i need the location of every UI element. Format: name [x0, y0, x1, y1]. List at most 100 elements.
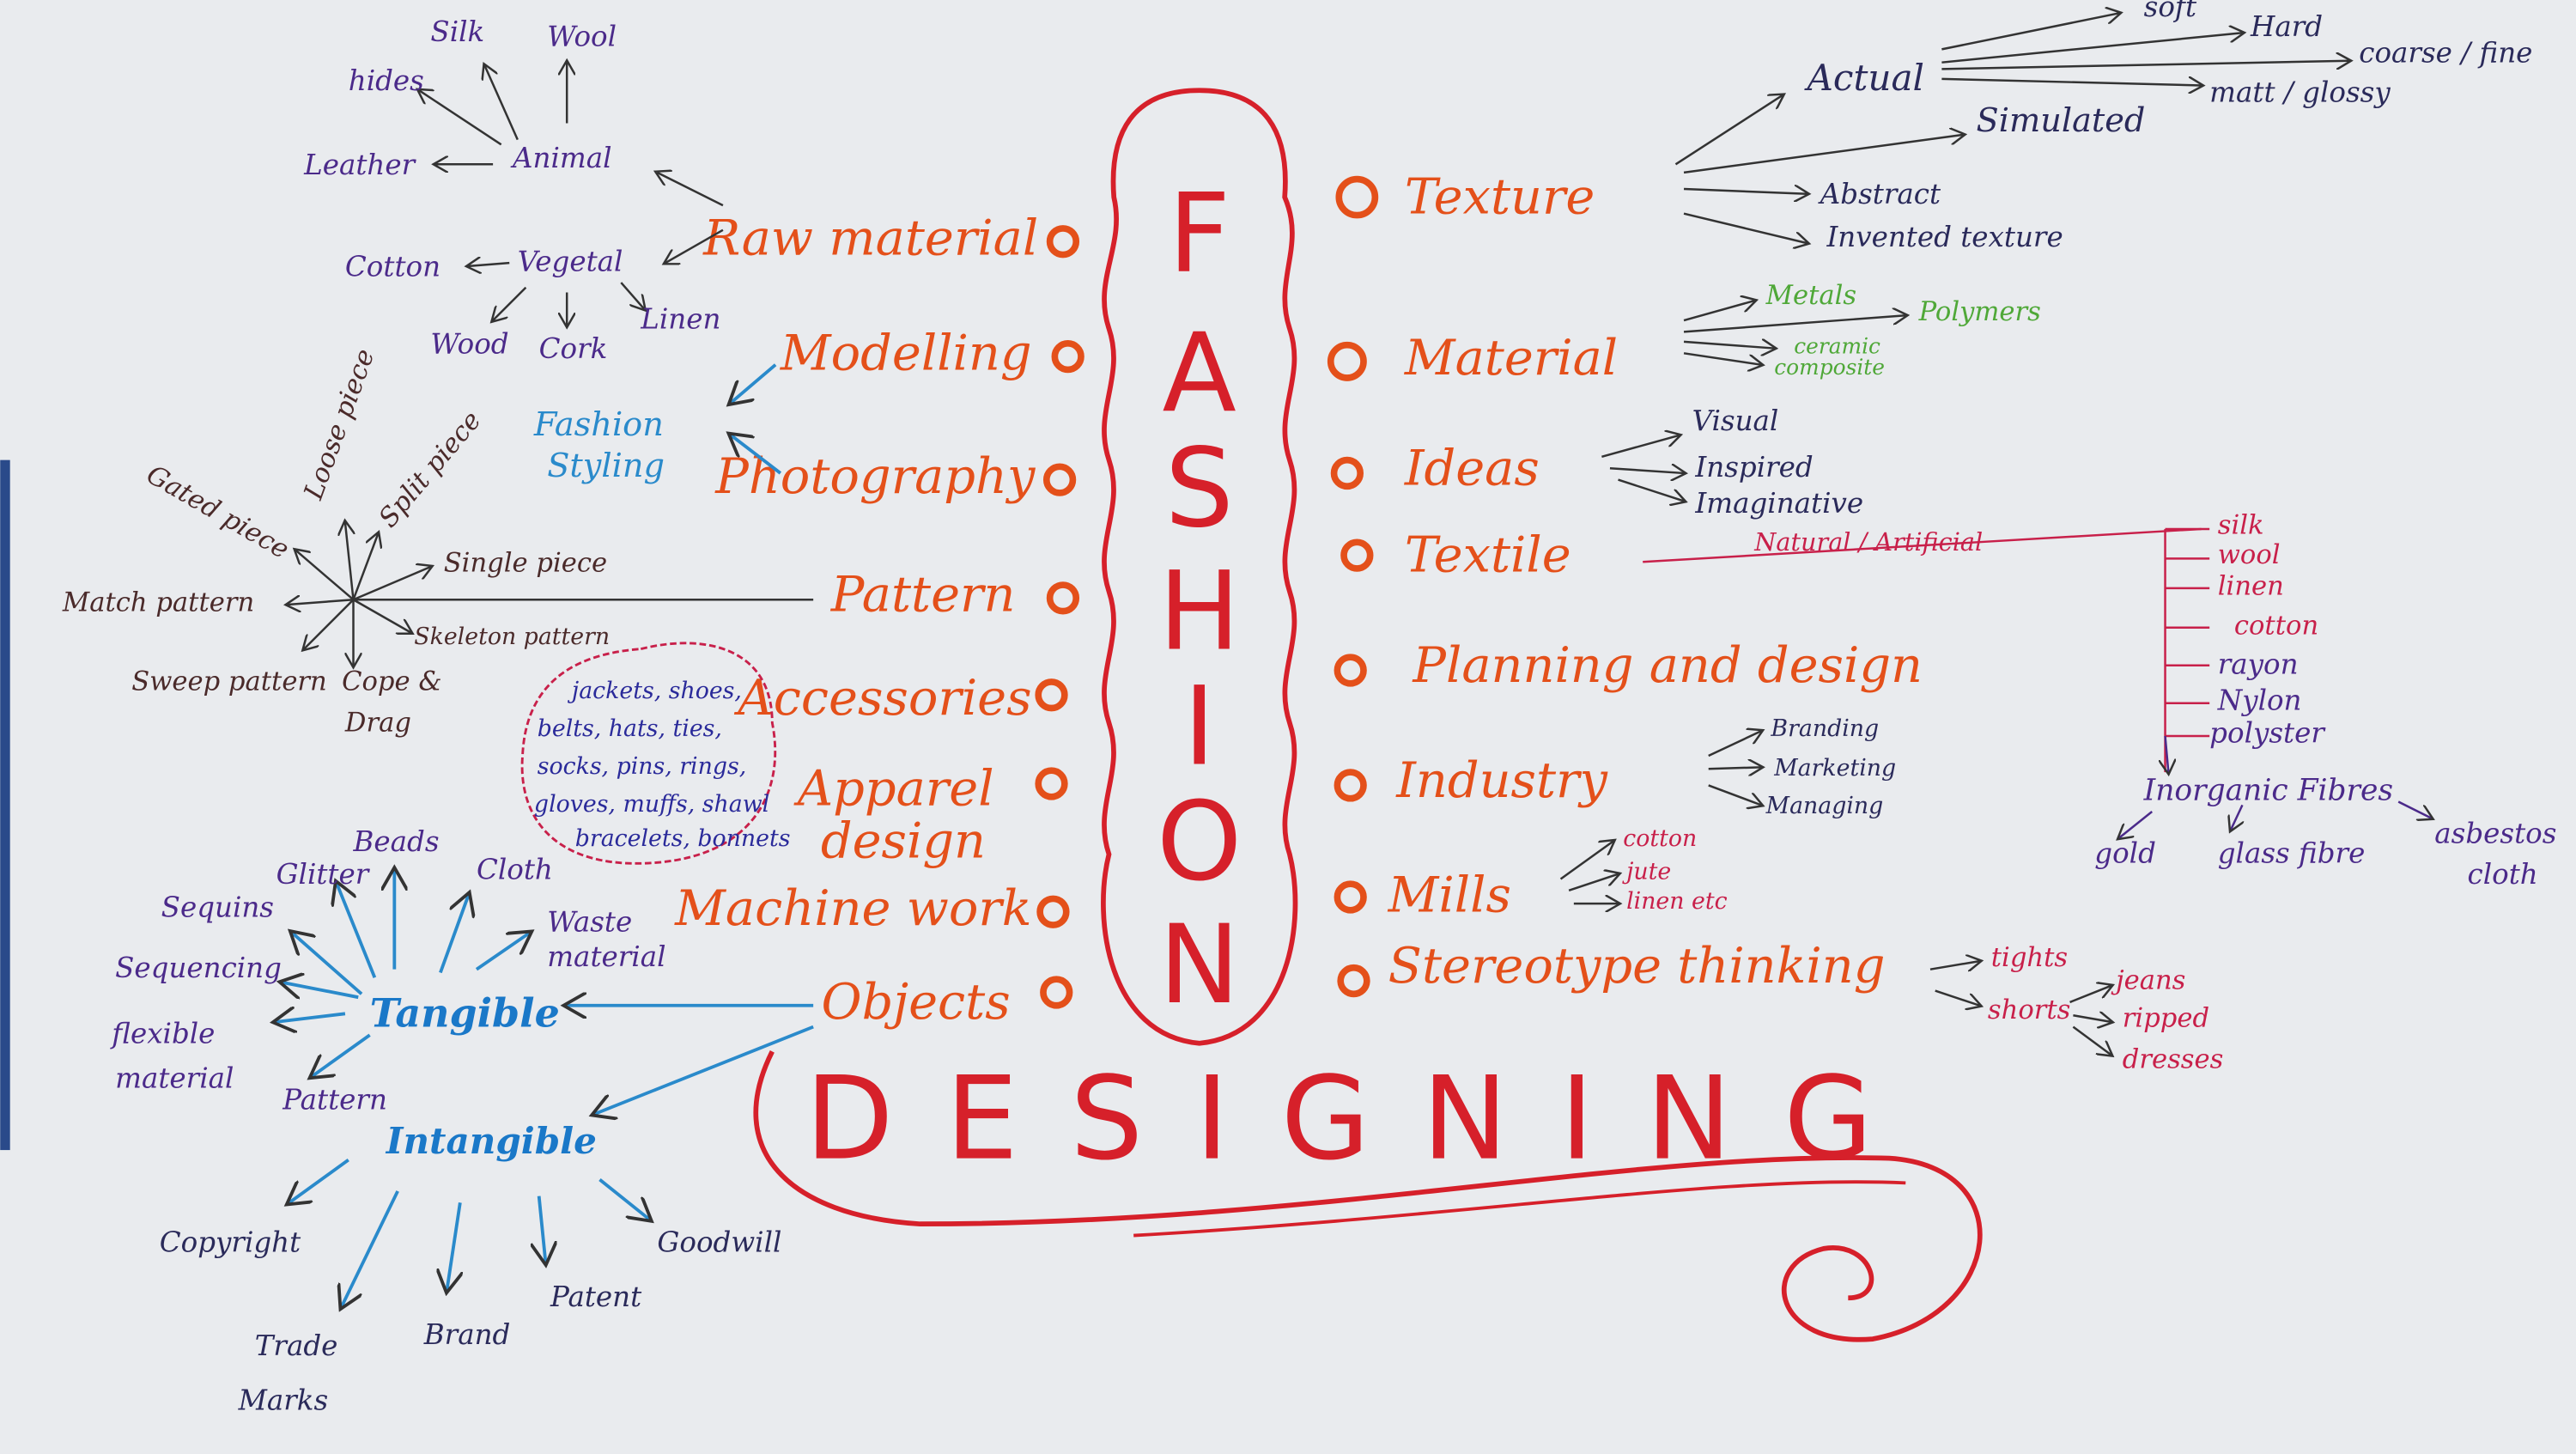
material-ceramic: ceramic: [1794, 333, 1880, 358]
tangible-flexible-material: material: [115, 1062, 234, 1094]
vegetal-cotton: Cotton: [345, 250, 440, 283]
tangible-material: material: [547, 940, 665, 973]
pattern-skeleton: Skeleton pattern: [414, 624, 610, 650]
texture-abstract: Abstract: [1818, 178, 1941, 210]
title-letter: F: [1168, 171, 1230, 297]
fashion-styling-2: Styling: [547, 447, 665, 485]
animal-hides: hides: [349, 64, 424, 97]
vegetal-wood: Wood: [430, 327, 508, 360]
stereotype-shorts: shorts: [1988, 995, 2070, 1025]
vegetal-linen: Linen: [640, 303, 720, 336]
intangible-brand: Brand: [423, 1318, 511, 1351]
intangible-patent: Patent: [550, 1281, 642, 1313]
texture-hard: Hard: [2250, 10, 2323, 43]
branch-raw-material: Raw material: [702, 210, 1038, 267]
intangible-trade: Trade: [255, 1329, 338, 1362]
title-letter: S: [1165, 425, 1234, 551]
bullet-icons: [1035, 175, 1379, 1009]
tangible-label: Tangible: [370, 990, 560, 1037]
textile-item: polyster: [2209, 717, 2326, 750]
branch-machine-work: Machine work: [674, 879, 1031, 937]
animal-leather: Leather: [303, 149, 416, 181]
material-metals: Metals: [1765, 281, 1856, 311]
tangible-pattern: Pattern: [282, 1083, 387, 1116]
mills-jute: jute: [1622, 858, 1671, 885]
inorganic-fibres: Inorganic Fibres: [2143, 774, 2393, 808]
title-letter: I: [1183, 664, 1215, 790]
texture-coarse-fine: coarse / fine: [2359, 37, 2532, 70]
tangible-flexible: flexible: [109, 1018, 215, 1050]
material-polymers: Polymers: [1918, 297, 2041, 327]
fashion-frame: [1101, 88, 1298, 1046]
vegetal-label: Vegetal: [518, 246, 623, 278]
tangible-cloth: Cloth: [477, 853, 553, 885]
stereotype-jeans: jeans: [2111, 966, 2185, 996]
branch-modelling: Modelling: [780, 324, 1032, 381]
branch-industry: Industry: [1395, 751, 1607, 809]
fashion-styling-1: Fashion: [533, 405, 664, 444]
title-letter: O: [1157, 778, 1242, 904]
pattern-drag: Drag: [344, 708, 411, 738]
pattern-match: Match pattern: [62, 588, 254, 618]
connector-arrows: [419, 13, 2349, 1055]
inorganic-asbestos: asbestos: [2434, 817, 2556, 849]
mills-cotton: cotton: [1623, 825, 1697, 852]
stereotype-dresses: dresses: [2123, 1044, 2224, 1074]
edge-shadow: [0, 459, 10, 1151]
ideas-inspired: Inspired: [1694, 451, 1813, 484]
branch-stereotype-thinking: Stereotype thinking: [1388, 937, 1886, 995]
texture-actual: Actual: [1804, 57, 1925, 99]
industry-managing: Managing: [1765, 793, 1884, 819]
branch-texture: Texture: [1405, 168, 1595, 226]
intangible-goodwill: Goodwill: [657, 1226, 781, 1259]
inorganic-cloth: cloth: [2468, 858, 2538, 891]
ideas-imaginative: Imaginative: [1694, 487, 1863, 520]
tangible-sequencing: Sequencing: [115, 952, 282, 984]
intangible-copyright: Copyright: [160, 1226, 301, 1259]
texture-simulated: Simulated: [1977, 101, 2146, 140]
textile-natural-artificial: Natural / Artificial: [1753, 527, 1983, 557]
inorganic-gold: gold: [2094, 837, 2156, 869]
title-letter: N: [1158, 902, 1239, 1028]
accessory-line: jackets, shoes,: [568, 678, 742, 704]
branch-planning-design: Planning and design: [1412, 636, 1923, 694]
textile-item: cotton: [2234, 611, 2318, 641]
branch-accessories: Accessories: [733, 669, 1031, 727]
branch-apparel: Apparel: [793, 759, 994, 817]
tangible-glitter: Glitter: [276, 858, 371, 891]
inorganic-glass-fibre: glass fibre: [2218, 837, 2366, 869]
animal-wool: Wool: [547, 21, 617, 53]
textile-item: Nylon: [2217, 684, 2302, 716]
accessories-cloud: [520, 642, 777, 865]
texture-matt-glossy: matt / glossy: [2209, 76, 2391, 109]
textile-item: silk: [2218, 511, 2264, 541]
ideas-visual: Visual: [1692, 405, 1779, 437]
texture-invented: Invented texture: [1826, 221, 2063, 253]
animal-silk: Silk: [430, 15, 484, 48]
stereotype-ripped: ripped: [2123, 1004, 2209, 1034]
texture-soft: soft: [2144, 0, 2197, 23]
textile-item: wool: [2218, 540, 2281, 570]
pattern-cope: Cope &: [342, 666, 441, 697]
title-letter: H: [1158, 549, 1240, 675]
mills-linen: linen etc: [1626, 888, 1728, 915]
intangible-label: Intangible: [386, 1119, 597, 1162]
textile-item: rayon: [2218, 648, 2299, 680]
inorganic-arrows: [2119, 735, 2431, 838]
industry-marketing: Marketing: [1773, 755, 1896, 782]
animal-label: Animal: [510, 142, 611, 174]
intangible-marks: Marks: [238, 1384, 329, 1416]
blue-arrows: [276, 363, 814, 1306]
tangible-beads: Beads: [353, 825, 440, 858]
branch-design: design: [821, 812, 986, 870]
swirl-underline: [1133, 1180, 1906, 1238]
material-composite: composite: [1774, 355, 1885, 380]
branch-mills: Mills: [1388, 867, 1511, 924]
accessory-line: belts, hats, ties,: [538, 715, 722, 742]
textile-item: linen: [2218, 572, 2284, 602]
pattern-sweep: Sweep pattern: [131, 666, 327, 697]
accessory-line: socks, pins, rings,: [538, 753, 746, 780]
branch-photography: Photography: [714, 447, 1036, 505]
